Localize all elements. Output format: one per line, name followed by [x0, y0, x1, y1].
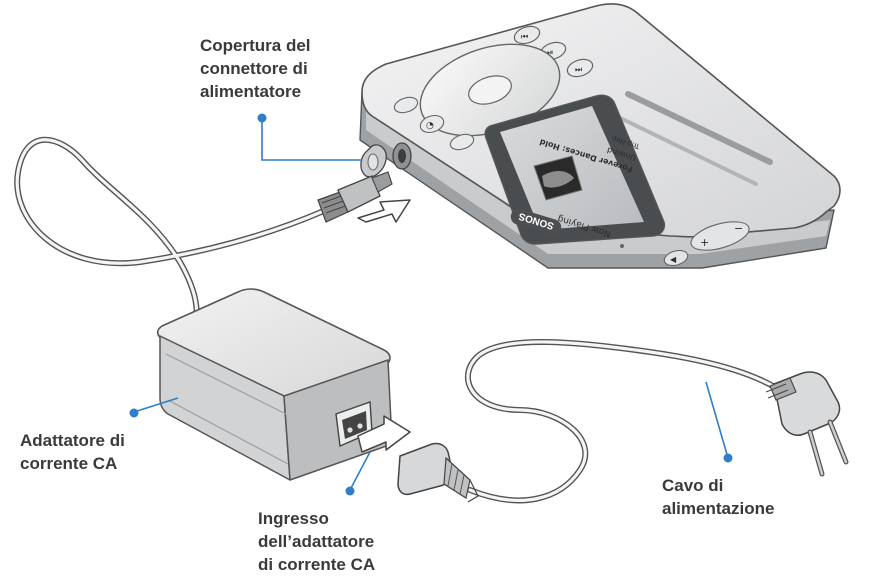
device-slot-1: [625, 91, 773, 165]
svg-text:⏯: ⏯: [547, 48, 553, 57]
callout-line-power-cord: [705, 381, 729, 459]
svg-text:−: −: [734, 222, 743, 235]
dc-cable: [14, 136, 393, 323]
transport-buttons: ⏮ ⏯ ⏭: [513, 25, 594, 78]
svg-text:⏭: ⏭: [575, 65, 582, 74]
callout-dot-adapter-input: [345, 486, 355, 496]
scroll-wheel: [419, 43, 561, 137]
ac-insert-arrow: [357, 415, 411, 453]
volume-buttons: + − ◀: [620, 221, 750, 267]
device-side-band: [366, 104, 830, 254]
label-adapter-input: Ingresso dell’adattatore di corrente CA: [258, 509, 376, 574]
svg-text:+: +: [700, 236, 709, 249]
controller-device: ⏮ ⏯ ⏭ ◔: [359, 3, 841, 269]
callout-dot-ac-adapter: [129, 408, 139, 418]
power-cord: [397, 339, 849, 504]
device-screen: Now Playing Forever Dances: Hold Unwind …: [484, 94, 666, 245]
callout-line-adapter-input: [349, 451, 371, 491]
power-connector-cover: [360, 142, 412, 178]
callout-line-ac-adapter: [133, 397, 179, 413]
iec-connector: [397, 442, 454, 496]
svg-text:◔: ◔: [426, 121, 434, 131]
callout-line-connector-cover: [261, 118, 362, 161]
dc-insert-arrow: [357, 199, 411, 223]
svg-text:◀: ◀: [670, 255, 677, 264]
callout-dot-power-cord: [723, 453, 733, 463]
svg-text:⏮: ⏮: [521, 32, 528, 41]
side-buttons: ◔: [393, 96, 475, 151]
label-connector-cover: Copertura del connettore di alimentatore: [200, 36, 311, 101]
ac-adapter: [156, 288, 393, 481]
label-ac-adapter: Adattatore di corrente CA: [20, 431, 125, 473]
label-power-cord: Cavo di alimentazione: [662, 476, 775, 518]
callout-dot-connector-cover: [257, 113, 267, 123]
device-slot-2: [610, 112, 758, 186]
callout-lines: [129, 113, 733, 496]
